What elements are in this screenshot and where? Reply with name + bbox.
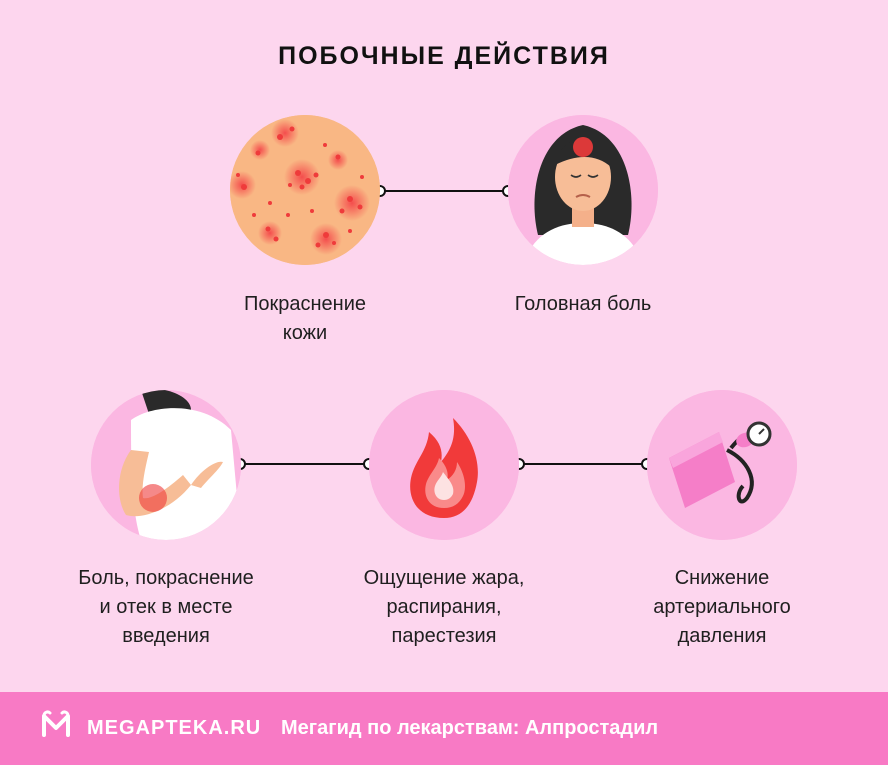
- connector-top: [374, 185, 514, 197]
- effect-label-skin-rash: Покраснение кожи: [243, 293, 366, 344]
- megapteka-logo-icon: [42, 710, 70, 737]
- skin-rash-circle: [230, 115, 380, 265]
- blood-pressure-monitor-icon: [647, 390, 797, 540]
- footer-caption: Мегагид по лекарствам: Алпростадил: [281, 717, 659, 739]
- headache-woman-icon: [508, 115, 658, 265]
- effect-label-heat: Ощущение жара, распирания, парестезия: [363, 567, 525, 647]
- injection-site-pain-icon: [91, 390, 241, 540]
- skin-rash-icon: [230, 115, 380, 265]
- effect-label-blood-pressure: Снижение артериального давления: [653, 567, 791, 647]
- effect-label-headache: Головная боль: [514, 293, 652, 315]
- effect-label-injection-site: Боль, покраснение и отек в месте введени…: [78, 567, 254, 647]
- connector-bottom-left: [234, 458, 375, 470]
- flame-icon: [369, 390, 519, 540]
- footer-brand[interactable]: MEGAPTEKA.RU: [87, 717, 262, 739]
- blood-pressure-circle: [647, 390, 797, 540]
- flame-circle: [369, 390, 519, 540]
- footer-bar: MEGAPTEKA.RU Мегагид по лекарствам: Алпр…: [0, 692, 888, 765]
- injection-site-circle: [91, 390, 241, 540]
- headache-circle: [508, 115, 658, 265]
- page-title: ПОБОЧНЫЕ ДЕЙСТВИЯ: [278, 42, 610, 70]
- connector-bottom-right: [513, 458, 653, 470]
